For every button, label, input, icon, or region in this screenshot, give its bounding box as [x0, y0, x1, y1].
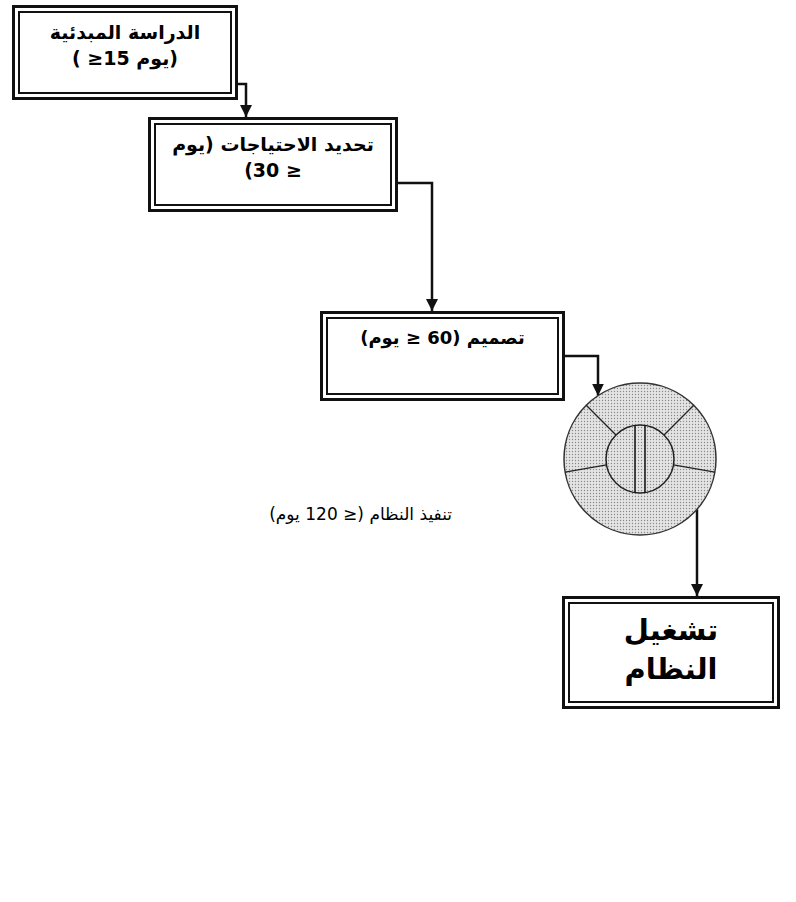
ring-divider — [586, 405, 616, 435]
process-box: الدراسة المبدئية (يوم 15≤ ) — [12, 5, 238, 100]
process-box: تحديد الاحتياجات (يوم ≤ 30) — [148, 117, 398, 212]
hub-line — [644, 425, 646, 492]
ring-divider — [673, 465, 714, 472]
flow-arrow — [238, 84, 246, 117]
inner-ring — [606, 425, 674, 493]
box-label: الدراسة المبدئية (يوم 15≤ ) — [31, 20, 219, 71]
phase-label: تنفيذ النظام (≤ 120 يوم) — [269, 503, 452, 526]
flow-arrow — [565, 356, 598, 396]
box-label: تصميم (60 ≤ يوم) — [339, 326, 546, 350]
ring-divider — [565, 465, 606, 472]
flow-arrow — [398, 183, 432, 311]
process-box: تشغيل النظام — [562, 596, 780, 709]
implementation-circle: تنفيذ النظام (≤ 120 يوم) — [562, 381, 718, 537]
box-label: تشغيل النظام — [581, 611, 761, 689]
outer-ring — [564, 383, 716, 535]
hub-line — [634, 425, 636, 492]
box-label: تحديد الاحتياجات (يوم ≤ 30) — [167, 132, 379, 183]
process-box: تصميم (60 ≤ يوم) — [320, 311, 565, 401]
ring-divider — [664, 405, 694, 435]
flow-arrow — [696, 509, 699, 596]
implementation-wheel — [562, 381, 718, 537]
